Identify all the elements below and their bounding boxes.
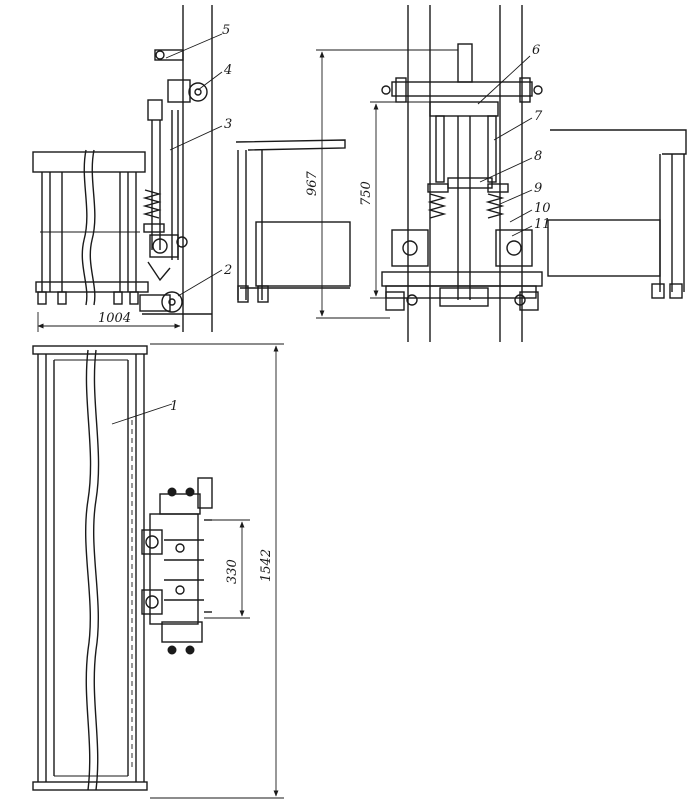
right-platform [547, 129, 687, 299]
side-elevation-view: 1004 [32, 5, 223, 332]
catcher-mechanism-front [381, 43, 543, 311]
label-7: 7 [534, 109, 543, 124]
dimension-967: 967 [305, 170, 320, 196]
dimension-1542: 1542 [259, 549, 274, 582]
cage-frame-side [32, 149, 149, 306]
label-5: 5 [222, 23, 230, 38]
plan-view [32, 343, 284, 799]
label-6: 6 [532, 43, 540, 58]
cage-frame-plan [32, 345, 148, 791]
label-2: 2 [223, 263, 232, 278]
label-9: 9 [534, 181, 542, 196]
catcher-mechanism-plan [141, 477, 213, 655]
dimension-1004: 1004 [98, 311, 131, 326]
catcher-mechanism-side [139, 49, 212, 315]
label-4: 4 [223, 63, 232, 78]
label-10: 10 [534, 201, 551, 216]
label-8: 8 [534, 149, 542, 164]
dimension-750: 750 [359, 181, 374, 206]
front-elevation-view [235, 5, 687, 342]
label-1: 1 [170, 399, 178, 414]
left-platform [235, 139, 351, 303]
dimension-330: 330 [225, 559, 240, 584]
label-11: 11 [534, 217, 551, 232]
label-3: 3 [224, 117, 232, 132]
